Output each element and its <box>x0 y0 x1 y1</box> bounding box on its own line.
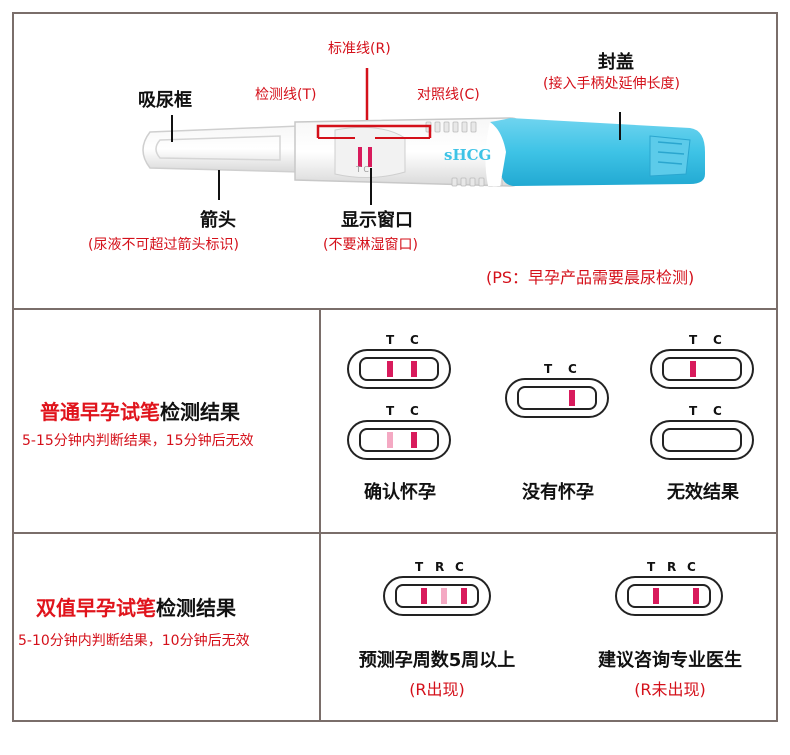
label-absorb-frame: 吸尿框 <box>138 90 192 111</box>
regular-title-red: 普通早孕试笔 <box>40 400 160 424</box>
reference-band <box>441 588 447 604</box>
brand-label: sHCG <box>444 146 492 164</box>
label-window: 显示窗口 <box>341 210 413 231</box>
control-band <box>569 390 575 406</box>
dual-strip-1-r: R <box>435 560 445 574</box>
regular-pregnant-2-c: C <box>410 404 419 418</box>
result-consult-note: (R未出现) <box>634 680 706 699</box>
regular-negative-c: C <box>568 362 577 376</box>
divider-vertical <box>319 308 321 722</box>
absorbent-tip <box>142 125 301 173</box>
regular-invalid-strip-2 <box>650 420 754 460</box>
regular-invalid-strip-1 <box>650 349 754 389</box>
control-band <box>411 432 417 448</box>
control-band <box>693 588 699 604</box>
dual-strip-2 <box>615 576 723 616</box>
regular-note: 5-15分钟内判断结果，15分钟后无效 <box>22 433 254 449</box>
divider-middle <box>12 532 778 534</box>
label-arrow: 箭头 <box>200 210 236 231</box>
label-cap-note: (接入手柄处延伸长度) <box>543 76 680 92</box>
dual-strip-2-c: C <box>687 560 696 574</box>
label-control-line: 对照线(C) <box>417 87 480 103</box>
regular-invalid-1-c: C <box>713 333 722 347</box>
result-over-5-weeks-note: (R出现) <box>409 680 465 699</box>
dual-strip-1-t: T <box>415 560 424 574</box>
test-band-faint <box>387 432 393 448</box>
ps-note: (PS：早孕产品需要晨尿检测) <box>486 268 695 287</box>
dual-strip-2-r: R <box>667 560 677 574</box>
dual-strip-1 <box>383 576 491 616</box>
regular-invalid-2-c: C <box>713 404 722 418</box>
divider-top <box>12 308 778 310</box>
test-band <box>690 361 696 377</box>
window-tc-marks: T C <box>356 165 370 174</box>
regular-pregnant-strip-1 <box>347 349 451 389</box>
test-band <box>653 588 659 604</box>
regular-invalid-1-t: T <box>689 333 698 347</box>
label-window-note: (不要淋湿窗口) <box>323 237 418 253</box>
label-arrow-note: (尿液不可超过箭头标识) <box>88 237 239 253</box>
dual-strip-2-t: T <box>647 560 656 574</box>
regular-invalid-2-t: T <box>689 404 698 418</box>
regular-negative-strip <box>505 378 609 418</box>
result-invalid: 无效结果 <box>667 482 739 503</box>
result-not-pregnant: 没有怀孕 <box>522 482 594 503</box>
regular-negative-t: T <box>544 362 553 376</box>
test-band <box>387 361 393 377</box>
result-over-5-weeks: 预测孕周数5周以上 <box>358 650 516 671</box>
control-band <box>411 361 417 377</box>
regular-pregnant-strip-2 <box>347 420 451 460</box>
label-standard-line: 标准线(R) <box>328 41 391 57</box>
regular-title-black: 检测结果 <box>160 400 240 424</box>
label-test-line: 检测线(T) <box>255 87 317 103</box>
outer-frame <box>12 12 778 722</box>
regular-pregnant-1-c: C <box>410 333 419 347</box>
regular-pregnant-2-t: T <box>386 404 395 418</box>
regular-title: 普通早孕试笔检测结果 <box>40 396 240 425</box>
dual-strip-1-c: C <box>455 560 464 574</box>
result-consult: 建议咨询专业医生 <box>598 650 742 671</box>
result-pregnant: 确认怀孕 <box>364 482 436 503</box>
regular-pregnant-1-t: T <box>386 333 395 347</box>
control-band <box>461 588 467 604</box>
control-band <box>368 147 372 167</box>
test-band <box>421 588 427 604</box>
dual-title-red: 双值早孕试笔 <box>36 596 156 620</box>
test-pen-illustration <box>142 68 705 205</box>
dual-note: 5-10分钟内判断结果，10分钟后无效 <box>18 633 250 649</box>
dual-title-black: 检测结果 <box>156 596 236 620</box>
label-cap: 封盖 <box>598 52 634 73</box>
test-band <box>358 147 362 167</box>
dual-title: 双值早孕试笔检测结果 <box>36 592 236 621</box>
